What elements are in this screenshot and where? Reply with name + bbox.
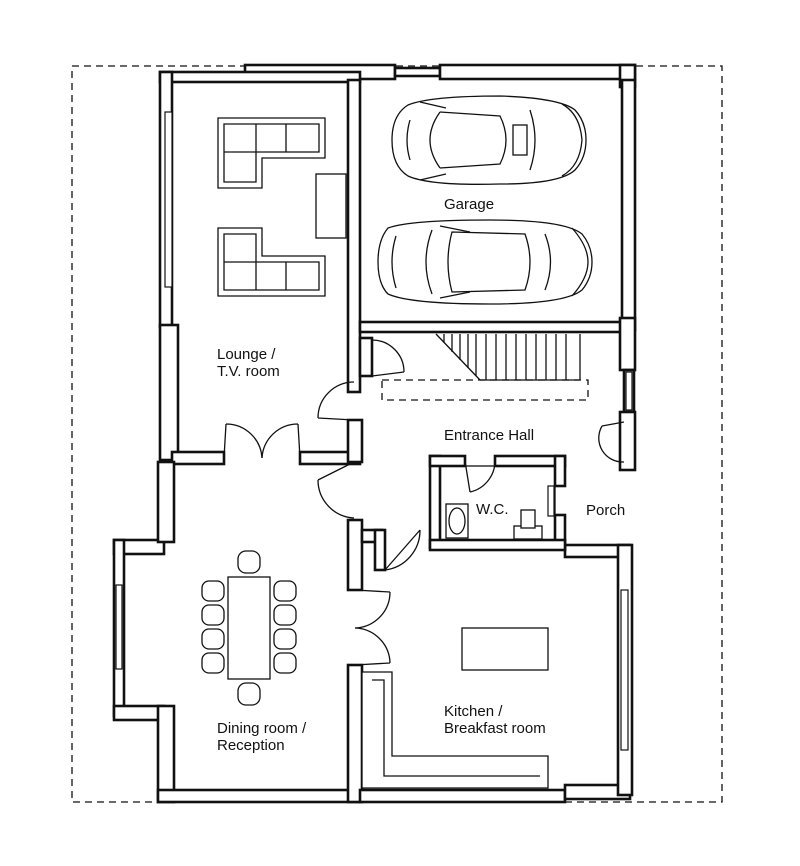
room-label-garage: Garage xyxy=(444,196,494,213)
room-label-porch: Porch xyxy=(586,502,625,519)
stairs xyxy=(381,333,589,401)
lounge-sofas xyxy=(217,117,326,297)
kitchen-island xyxy=(461,627,549,671)
tv-unit xyxy=(315,173,347,239)
kitchen-worktop xyxy=(361,671,549,789)
wc-walls xyxy=(428,454,567,552)
car-bottom xyxy=(377,219,593,305)
room-label-lounge: Lounge / T.V. room xyxy=(217,346,280,380)
windows xyxy=(115,111,633,751)
room-label-dining: Dining room / Reception xyxy=(217,720,310,754)
room-label-entrance-hall: Entrance Hall xyxy=(444,427,534,444)
car-top xyxy=(391,95,587,185)
dining-table xyxy=(201,550,297,706)
room-label-kitchen: Kitchen / Breakfast room xyxy=(444,703,546,737)
room-label-wc: W.C. xyxy=(476,501,509,518)
doors xyxy=(223,339,625,666)
